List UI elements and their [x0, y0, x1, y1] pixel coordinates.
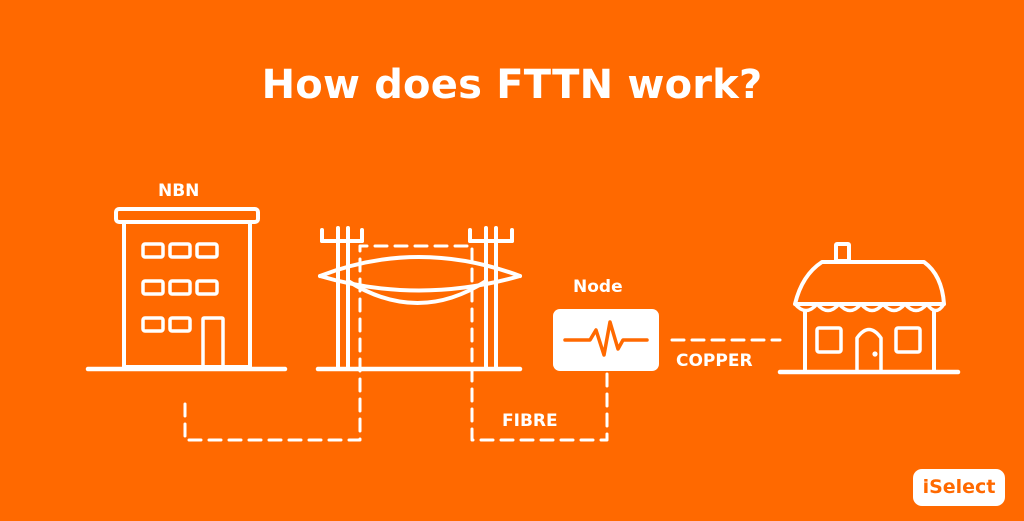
nbn-label: NBN	[158, 181, 200, 201]
node-label: Node	[573, 277, 623, 297]
building-icon	[85, 207, 288, 372]
node-box-icon	[553, 309, 659, 371]
fibre-line	[183, 244, 609, 442]
diagram-title: How does FTTN work?	[261, 62, 763, 108]
fibre-label: FIBRE	[502, 411, 558, 431]
iselect-logo: iSelect	[913, 469, 1005, 506]
power-poles-icon	[315, 226, 523, 372]
pulse-icon	[563, 320, 649, 357]
copper-label: COPPER	[676, 351, 753, 371]
logo-text: iSelect	[922, 476, 996, 498]
house-icon	[777, 242, 961, 375]
